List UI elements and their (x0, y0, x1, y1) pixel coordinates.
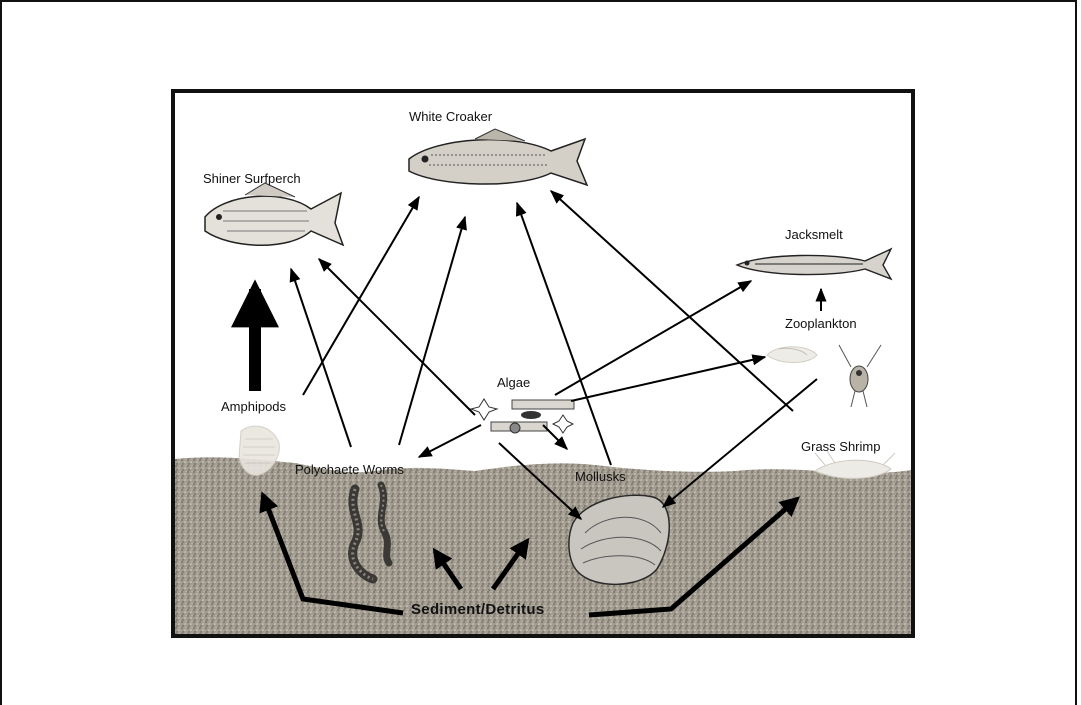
algae-icon (471, 399, 574, 433)
label-jacksmelt: Jacksmelt (785, 227, 843, 242)
label-amphipods: Amphipods (221, 399, 286, 414)
shiner-surfperch-icon (205, 183, 343, 245)
food-web-diagram: White Croaker Shiner Surfperch Jacksmelt… (171, 89, 915, 638)
label-polychaete-worms: Polychaete Worms (295, 462, 404, 477)
label-mollusks: Mollusks (575, 469, 626, 484)
arrow-algae-to-zooplankton (571, 357, 765, 401)
label-shiner-surfperch: Shiner Surfperch (203, 171, 301, 186)
white-croaker-icon (409, 129, 587, 185)
label-zooplankton: Zooplankton (785, 316, 857, 331)
arrow-worms-to-surfperch (291, 269, 351, 447)
arrow-worms-to-croaker (399, 217, 465, 445)
zooplankton-icon (767, 345, 881, 407)
arrow-algae-to-surfperch (319, 259, 475, 415)
arrow-algae-to-jacksmelt (555, 281, 751, 395)
label-algae: Algae (497, 375, 530, 390)
jacksmelt-icon (737, 249, 891, 279)
label-grass-shrimp: Grass Shrimp (801, 439, 880, 454)
label-sediment-detritus: Sediment/Detritus (411, 601, 544, 618)
arrow-algae-to-worms (419, 425, 481, 457)
label-white-croaker: White Croaker (409, 109, 492, 124)
